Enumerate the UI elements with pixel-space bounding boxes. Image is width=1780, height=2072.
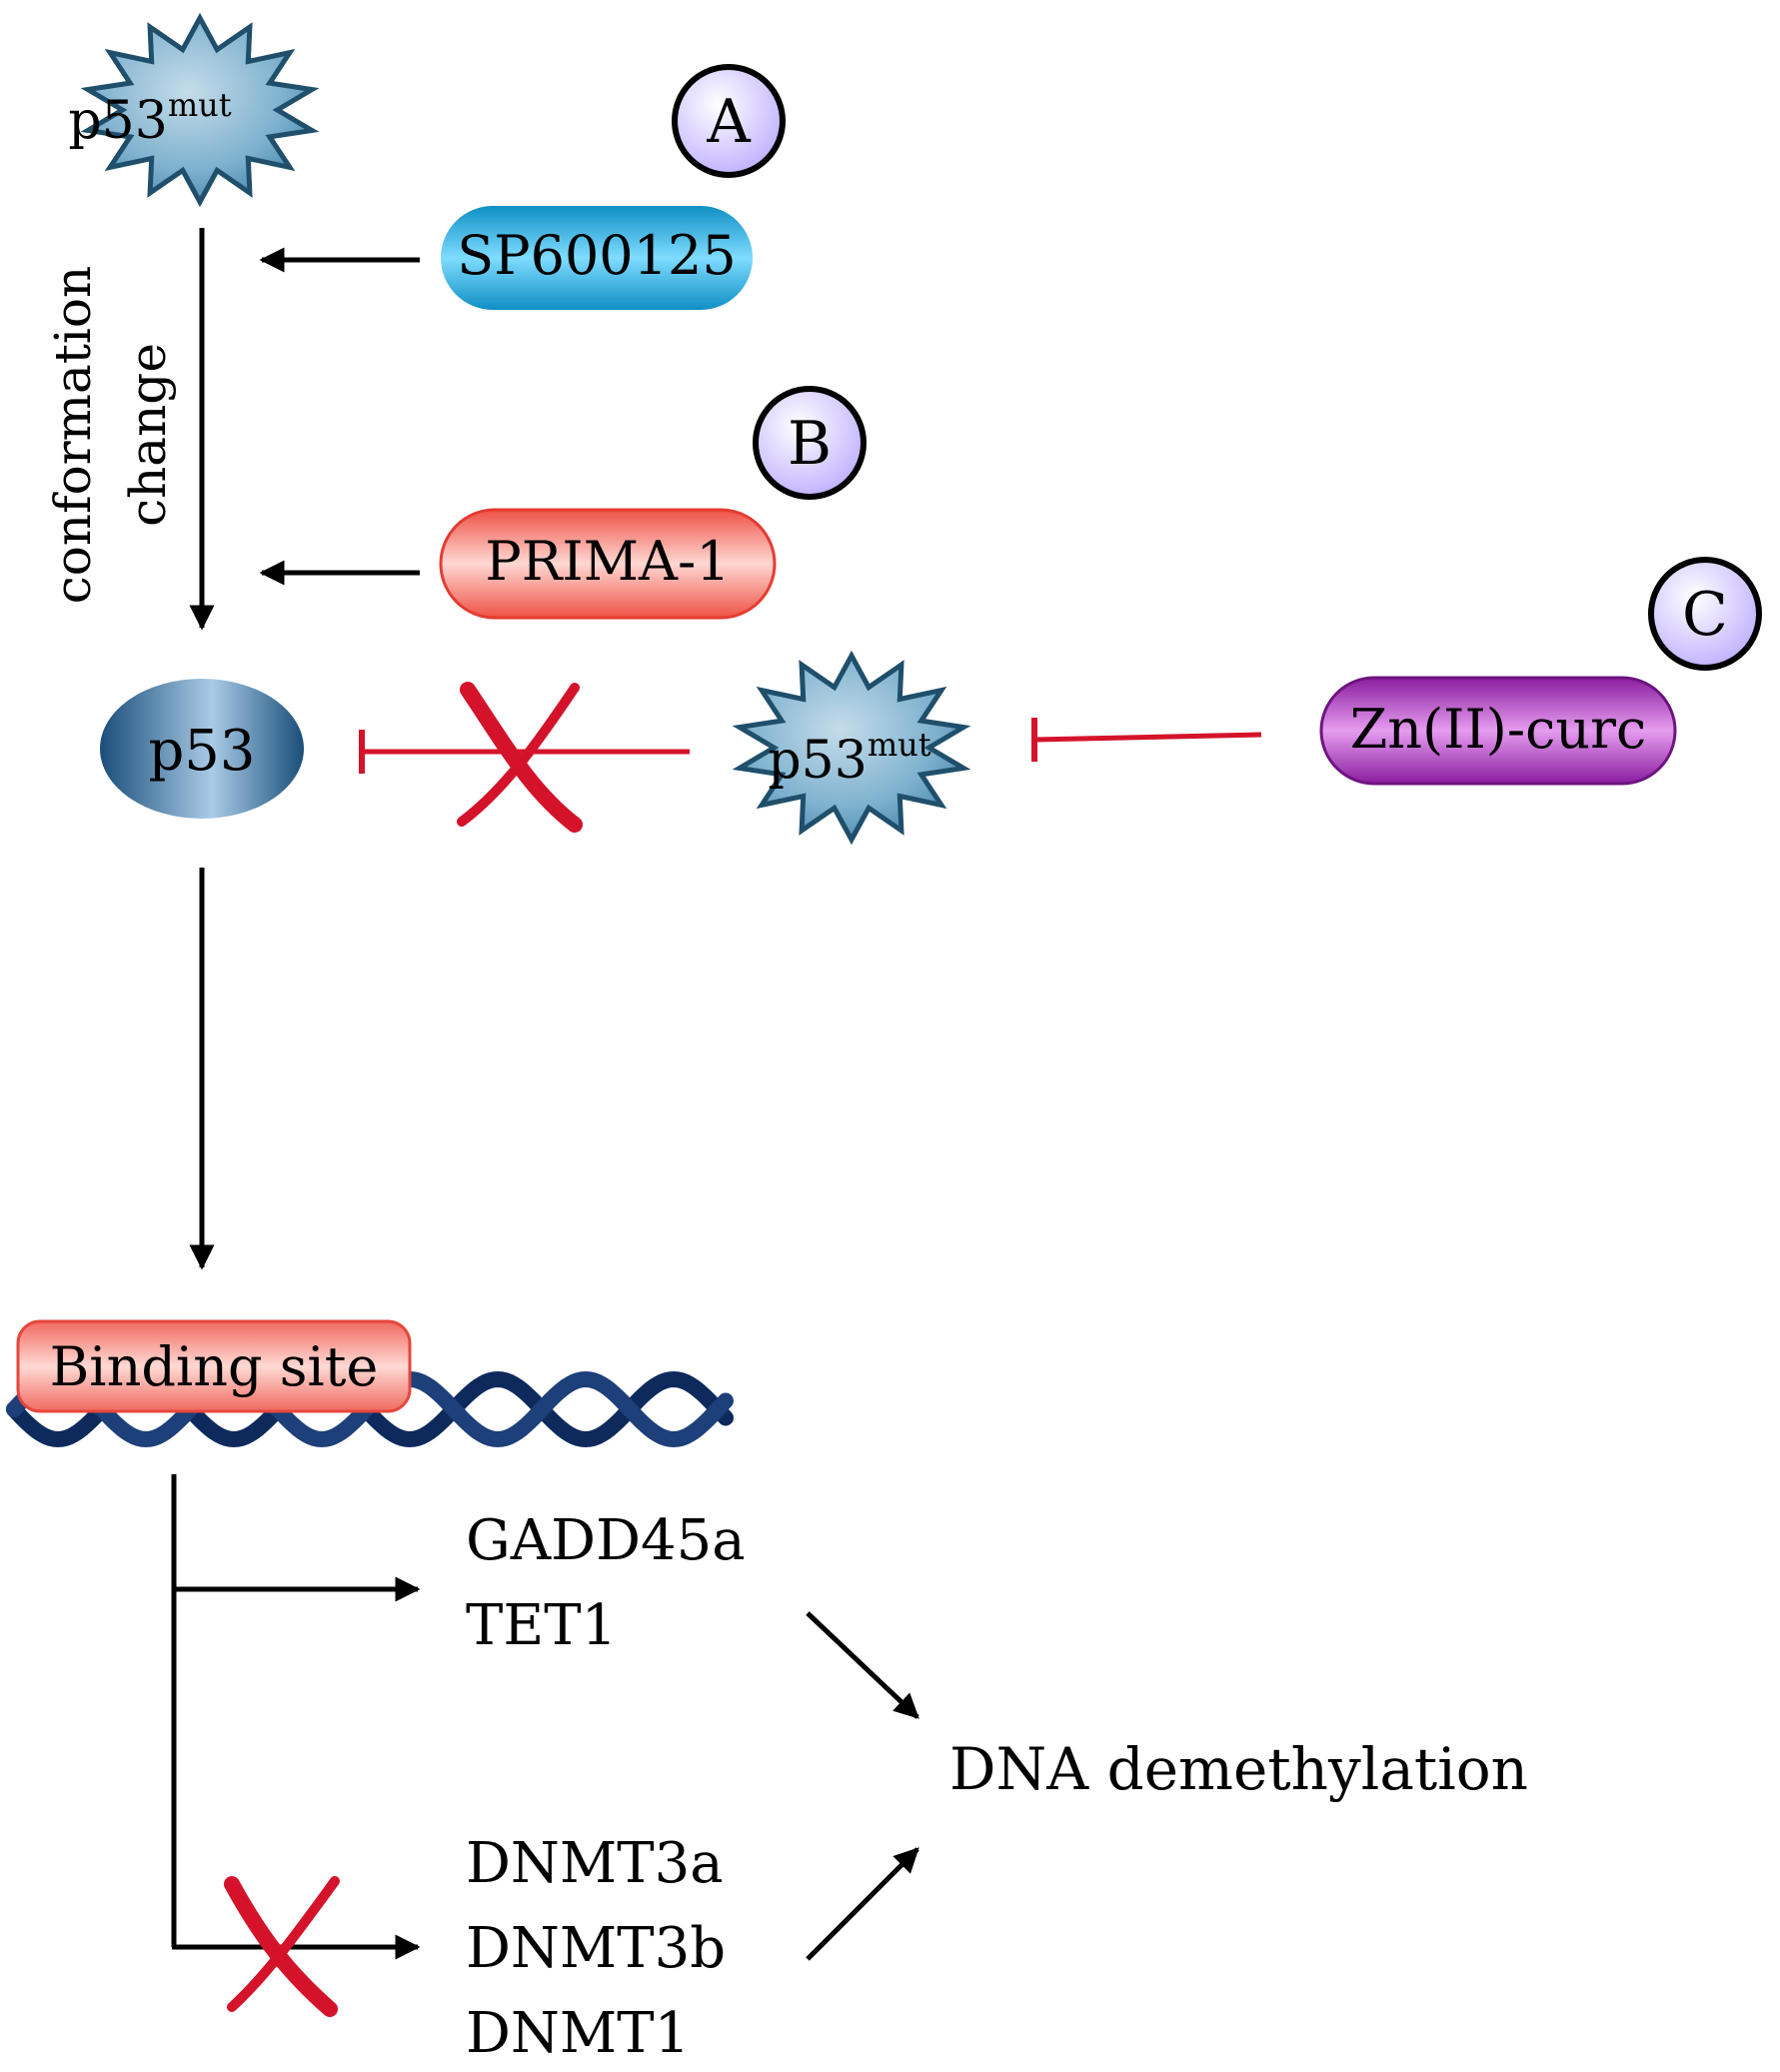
up-to-outcome-arrow [806, 1611, 919, 1719]
star-shape-mid [732, 650, 971, 846]
marker-c-label: C [1682, 580, 1728, 650]
dna-demethylation-label: DNA demethylation [949, 1735, 1528, 1803]
gene-branches [171, 1474, 421, 1960]
p53mut-top-star: p53mut [68, 12, 320, 208]
binding-site-label: Binding site [50, 1335, 379, 1398]
block-x-mid [457, 682, 583, 833]
conformation-label: conformation [44, 266, 102, 604]
p53mut-top-label: p53mut [68, 86, 231, 151]
p53-node: p53 [100, 679, 304, 819]
gene-gadd45a: GADD45a [466, 1508, 746, 1573]
gene-dnmt3b: DNMT3b [466, 1916, 726, 1981]
gene-tet1: TET1 [466, 1593, 617, 1658]
gene-dnmt3a: DNMT3a [466, 1831, 724, 1896]
block-x-bottom [224, 1876, 340, 2017]
change-label: change [119, 343, 177, 527]
marker-b: B [753, 386, 867, 500]
star-shape-top [80, 12, 320, 208]
p53mut-mid-label: p53mut [768, 726, 930, 791]
sp600125-pill: SP600125 [441, 206, 753, 310]
zn-curc-label: Zn(II)-curc [1350, 698, 1646, 761]
p53-label: p53 [148, 719, 255, 784]
zn-curc-pill: Zn(II)-curc [1319, 676, 1677, 786]
up-gene-list: GADD45a TET1 [466, 1508, 746, 1658]
prima1-pill: PRIMA-1 [439, 508, 777, 620]
gene-dnmt1: DNMT1 [466, 2001, 690, 2066]
sp600125-label: SP600125 [457, 224, 736, 287]
marker-c: C [1648, 557, 1762, 671]
prima1-label: PRIMA-1 [485, 530, 730, 593]
marker-b-label: B [788, 409, 832, 479]
down-to-outcome-arrow [806, 1847, 919, 1961]
down-gene-list: DNMT3a DNMT3b DNMT1 [466, 1831, 726, 2066]
binding-site-pill: Binding site [16, 1319, 412, 1413]
marker-a-label: A [706, 87, 751, 157]
marker-a: A [672, 64, 786, 178]
p53mut-mid-star: p53mut [732, 650, 971, 846]
zn-inhibition [1031, 718, 1262, 762]
